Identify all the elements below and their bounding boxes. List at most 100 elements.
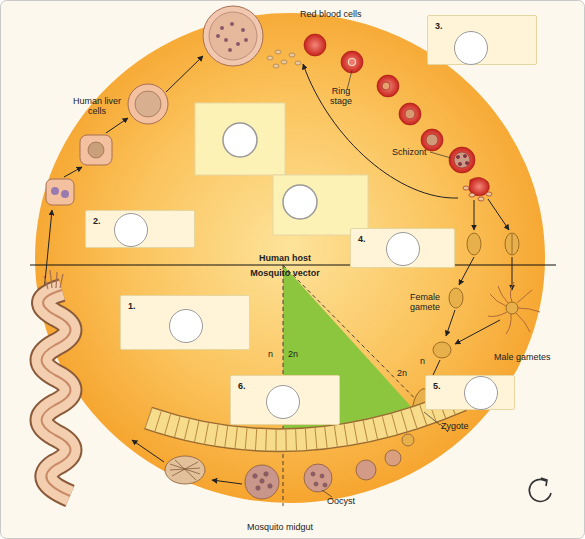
stage-label: Ring stage [326,86,356,106]
merozoites [289,53,295,57]
liver-cells [236,42,240,46]
leader-lines [430,152,451,158]
callout-number: 6. [238,381,246,391]
red-blood-cells [349,59,356,66]
oocyst-stages [165,456,205,484]
liver-cells [209,12,257,60]
liver-cells [230,22,234,26]
blank-box [195,103,285,175]
answer-box: 6. [230,375,340,425]
salivary-gland [42,270,71,496]
gametocytes [433,342,451,358]
leader-lines [424,412,440,425]
answer-circle [169,309,203,343]
male-gamete-flagella [517,290,532,303]
red-blood-cells [456,155,459,158]
gametocytes [505,233,519,255]
blank-box [223,123,257,157]
cycle-arrows [212,480,242,484]
oocyst-stages [165,434,414,499]
leader-lines [322,70,451,497]
replay-icon [541,478,547,486]
callout-number: 3. [435,21,443,31]
ploidy-label: 2n [288,349,298,359]
blank-box [273,175,368,235]
merozoites [275,50,281,54]
answer-circle [454,31,488,65]
liver-cells [241,28,245,32]
cycle-arrows [455,320,500,344]
answer-box: 3. [427,15,537,65]
red-blood-cells [382,82,390,90]
answer-circle [386,232,420,266]
region-label: Human host [235,253,335,263]
red-blood-cells [399,103,421,125]
male-gamete-flagella [510,282,514,302]
cycle-disc [35,13,545,503]
gametocytes [467,233,481,255]
male-gamete-flagella [490,294,506,306]
salivary-gland [42,290,71,496]
red-blood-cells [478,197,484,201]
red-blood-cells [304,34,326,56]
red-blood-cells [465,161,468,164]
callout-number: 1. [128,301,136,311]
oocyst-stages [402,434,414,446]
oocyst-stages [256,486,260,490]
red-blood-cells [377,75,399,97]
cycle-arrows [474,200,475,230]
liver-cells [61,190,69,198]
stage-label: Male gametes [494,352,551,362]
merozoites [281,60,287,64]
red-blood-cells [469,193,475,197]
oocyst-stages [253,474,257,478]
liver-cells [46,179,74,205]
structure-label: Mosquito midgut [247,522,313,532]
merozoites [295,61,301,65]
liver-cells [128,84,168,124]
oocyst-stages [260,479,264,483]
red-blood-cells [405,109,415,119]
answer-box: 5. [425,375,515,410]
cycle-arrows [64,167,82,177]
answer-box: 2. [85,210,195,248]
liver-cells [228,48,232,52]
cycle-arrows [166,56,203,92]
merozoites [267,56,273,60]
answer-circle [266,385,300,419]
male-gamete-flagella [518,308,540,312]
merozoites [267,50,301,68]
answer-box: 1. [120,295,250,350]
cycle-arrows [132,440,164,462]
liver-cells [88,142,104,158]
liver-cells [224,38,228,42]
oocyst-stages [314,482,318,486]
liver-cells [51,187,59,195]
callout-number: 5. [433,381,441,391]
cycle-arrows [488,199,509,230]
red-blood-cells [341,51,363,73]
region-label: Mosquito vector [225,268,345,278]
callout-number: 4. [358,234,366,244]
cycle-arrows [106,118,128,133]
gametocytes [512,234,513,254]
red-blood-cells [426,134,438,146]
liver-cells [244,38,248,42]
male-gamete-flagella [506,314,511,334]
oocyst-stages [323,483,327,487]
answer-circle [464,376,498,410]
ploidy-label: n [268,349,273,359]
gametocytes [449,288,463,308]
red-blood-cells [463,154,466,157]
liver-cells [216,34,220,38]
salivary-gland [42,290,71,496]
replay-icon [529,478,551,501]
salivary-gland [44,270,63,289]
replay-icon [529,479,551,501]
blank-box [283,185,317,219]
structure-label: Red blood cells [300,9,362,19]
oocyst-stages [385,450,401,466]
